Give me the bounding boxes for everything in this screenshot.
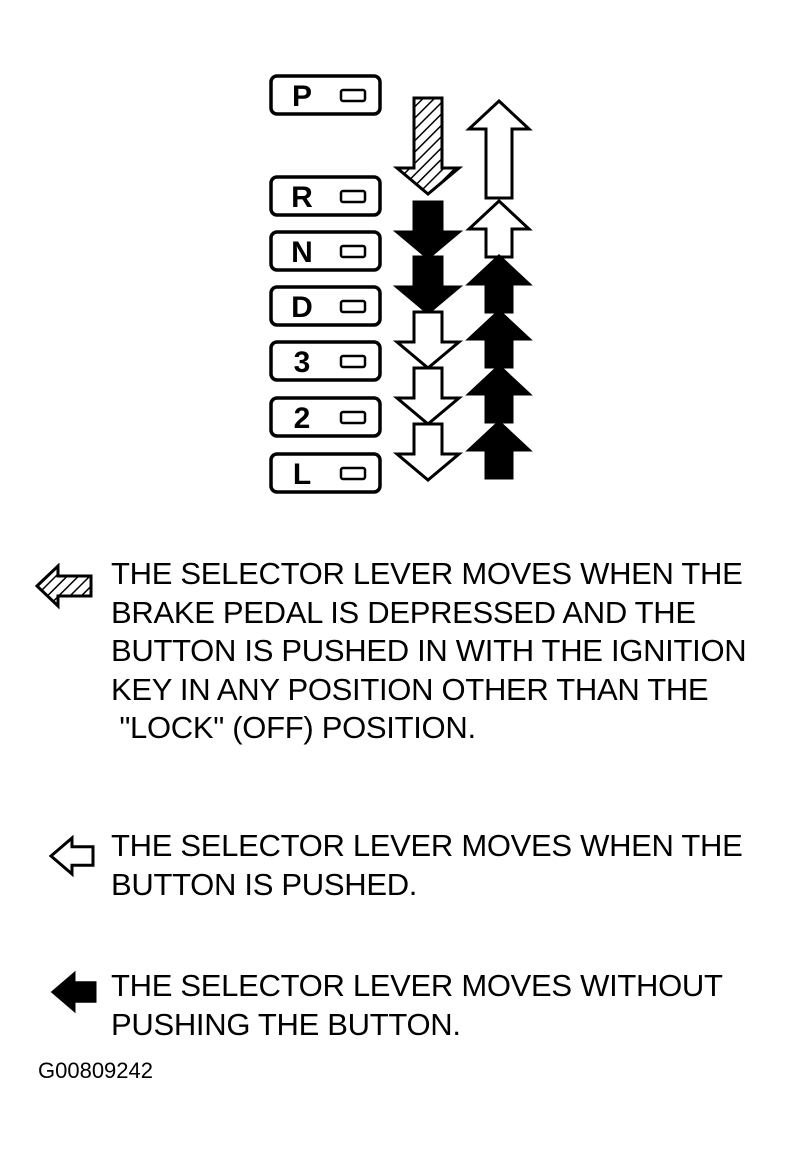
gear-indicator <box>339 410 367 425</box>
shift-pattern-diagram: P RND 3 2L <box>269 74 533 494</box>
legend-line: KEY IN ANY POSITION OTHER THAN THE <box>111 671 709 707</box>
gear-label: 2 <box>294 402 311 435</box>
gear-position-D: D <box>269 285 382 327</box>
outline-left-arrow-icon <box>48 835 95 878</box>
gear-indicator <box>339 299 367 314</box>
gear-indicator <box>339 88 367 103</box>
hatched-left-arrow-icon <box>34 563 93 610</box>
gear-box <box>269 230 382 272</box>
gear-box <box>269 74 382 116</box>
gear-box <box>269 175 382 217</box>
up-arrow-3-to-D-solid <box>465 308 533 369</box>
legend-line: BUTTON IS PUSHED IN WITH THE IGNITION <box>111 633 747 668</box>
gear-box <box>269 452 382 494</box>
up-arrow-D-to-N-solid <box>465 253 533 314</box>
legend-line: THE SELECTOR LEVER MOVES WHEN THE <box>111 556 743 591</box>
legend-line: BRAKE PEDAL IS DEPRESSED AND THE <box>111 594 696 630</box>
gear-label: N <box>291 236 313 269</box>
gear-position-P: P <box>269 74 382 116</box>
legend-line: BUTTON IS PUSHED. <box>111 866 418 902</box>
gear-box <box>269 396 382 438</box>
legend-line: THE SELECTOR LEVER MOVES WHEN THE <box>111 828 743 863</box>
up-arrow-N-to-R-outline <box>465 198 533 259</box>
gear-label: R <box>291 181 313 214</box>
up-arrow-R-to-P-outline <box>465 98 533 200</box>
gear-position-N: N <box>269 230 382 272</box>
gear-position-2: 2 <box>269 396 382 438</box>
gear-box <box>269 340 382 382</box>
gear-label: L <box>293 458 311 491</box>
down-arrow-2-to-L-outline <box>392 422 464 482</box>
gear-position-L: L <box>269 452 382 494</box>
gear-indicator <box>339 354 367 369</box>
legend-line: "LOCK" (OFF) POSITION. <box>111 710 476 745</box>
gear-indicator <box>339 244 367 259</box>
gear-box <box>269 285 382 327</box>
down-arrow-3-to-2-outline <box>392 366 464 426</box>
gear-position-3: 3 <box>269 340 382 382</box>
gear-label: D <box>291 291 313 324</box>
gear-position-R: R <box>269 175 382 217</box>
up-arrow-L-to-2-solid <box>465 419 533 480</box>
gear-indicator <box>339 189 367 204</box>
legend-line: PUSHING THE BUTTON. <box>111 1006 461 1042</box>
figure-id: G00809242 <box>38 1058 153 1083</box>
down-arrow-N-to-D-solid <box>392 255 464 315</box>
down-arrow-P-to-R-hatched <box>392 96 464 196</box>
gear-indicator <box>339 466 367 481</box>
legend-line: THE SELECTOR LEVER MOVES WITHOUT <box>111 968 723 1003</box>
down-arrow-D-to-3-outline <box>392 310 464 370</box>
gear-label: P <box>292 80 312 113</box>
down-arrow-R-to-N-solid <box>392 200 464 260</box>
up-arrow-2-to-3-solid <box>465 363 533 424</box>
gear-label: 3 <box>294 346 311 379</box>
solid-left-arrow-icon <box>50 971 97 1014</box>
